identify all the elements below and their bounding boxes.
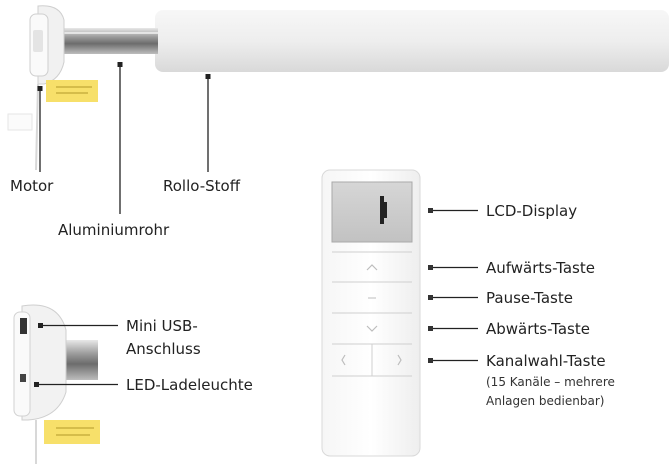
aluminium-tube	[58, 28, 158, 54]
motor-closeup	[13, 304, 100, 464]
lcd-screen	[331, 181, 413, 243]
label-motor: Motor	[10, 177, 54, 195]
label-aluminium-tube: Aluminiumrohr	[58, 221, 170, 239]
label-channel-note-2: Anlagen bedienbar)	[486, 394, 605, 408]
fabric-roll	[155, 10, 669, 72]
label-channel-button: Kanalwahl-Taste	[486, 352, 606, 370]
label-down-button: Abwärts-Taste	[486, 320, 590, 338]
motor-unit	[7, 5, 98, 171]
remote-control	[321, 169, 421, 457]
label-usb-line-1: Mini USB-	[126, 317, 198, 335]
label-usb-line-2: Anschluss	[126, 340, 201, 358]
label-pause-button: Pause-Taste	[486, 289, 573, 307]
right-arrow-icon	[397, 354, 402, 366]
left-arrow-icon	[341, 354, 346, 366]
label-led: LED-Ladeleuchte	[126, 376, 253, 394]
label-up-button: Aufwärts-Taste	[486, 259, 595, 277]
down-arrow-icon	[366, 325, 378, 332]
label-lcd-display: LCD-Display	[486, 202, 578, 220]
label-channel-note-1: (15 Kanäle – mehrere	[486, 375, 615, 389]
up-arrow-icon	[366, 264, 378, 271]
label-fabric: Rollo-Stoff	[163, 177, 241, 195]
